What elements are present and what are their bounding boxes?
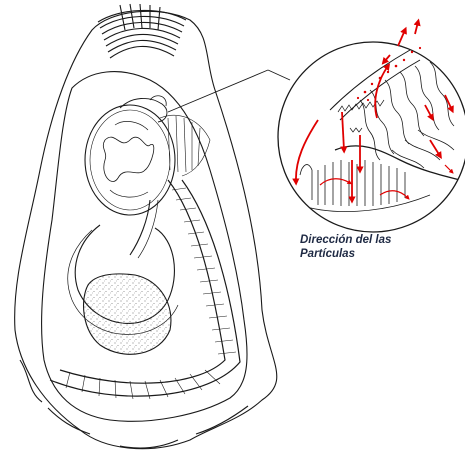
caption-line-2: Partículas	[300, 247, 460, 261]
gill-closeup-inset	[278, 22, 465, 232]
particle-direction-caption: Dirección del las Partículas	[300, 233, 460, 261]
callout-line	[168, 70, 268, 112]
adductor-muscle	[68, 225, 178, 354]
caption-line-1: Dirección del las	[300, 233, 460, 247]
gill-lamellae	[50, 115, 240, 399]
